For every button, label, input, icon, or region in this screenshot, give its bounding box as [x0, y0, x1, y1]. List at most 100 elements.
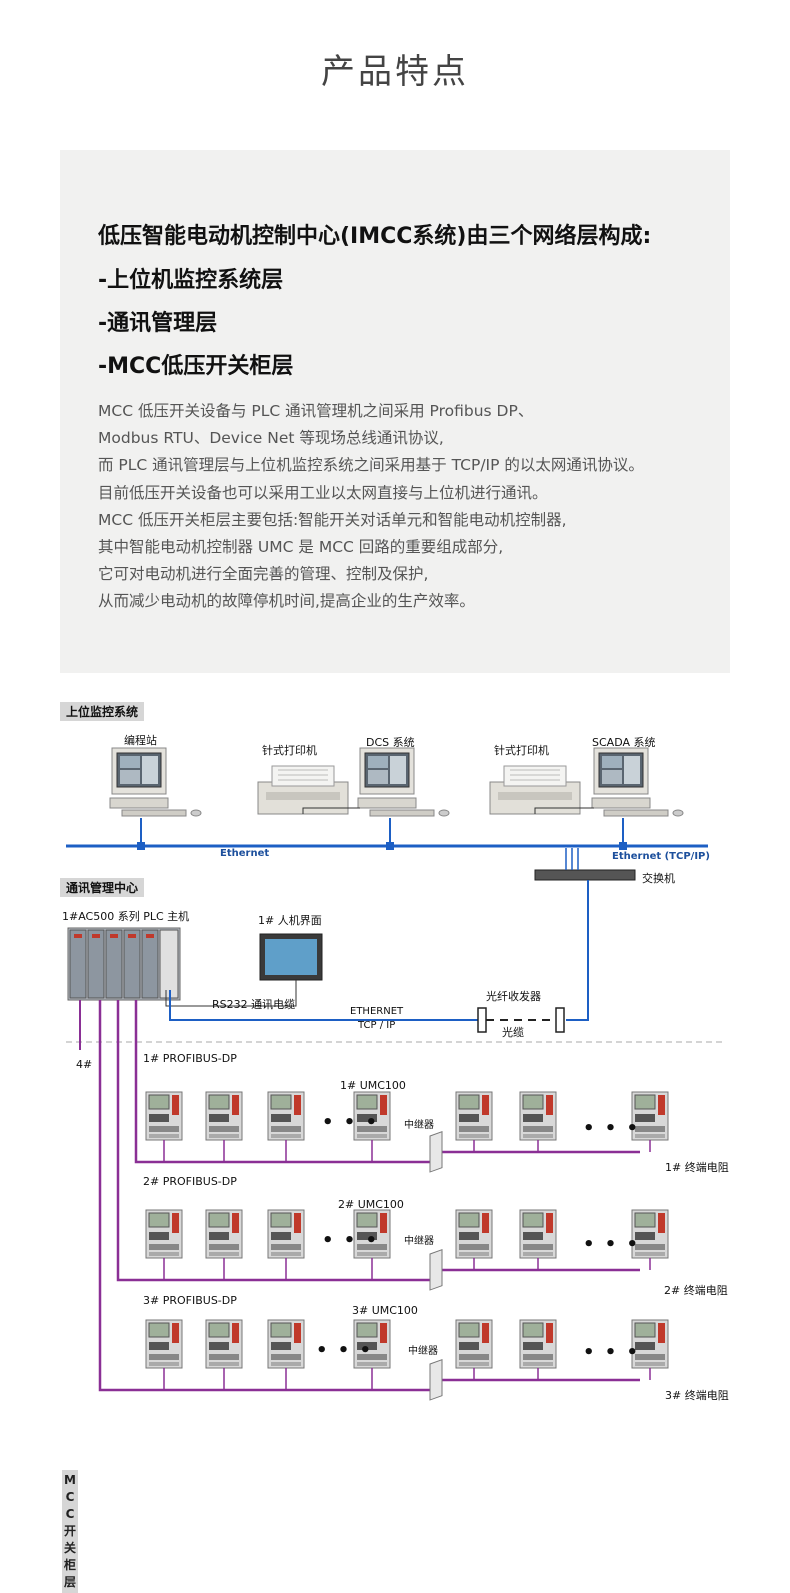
- network-diagram: 上位监控系统 编程站 针式打印机 DCS 系统 针式打印机 SCADA 系统 E…: [0, 690, 790, 1593]
- plc-ethernet-line: [169, 990, 478, 1021]
- umc100-device: [519, 1209, 557, 1259]
- section-comm-center: 通讯管理中心: [60, 878, 145, 897]
- profibus-bus-2-segment-a: [116, 1000, 430, 1282]
- plc-module: [69, 929, 87, 999]
- label-ethernet: Ethernet: [220, 848, 270, 859]
- paragraph-line: 而 PLC 通讯管理层与上位机监控系统之间采用基于 TCP/IP 的以太网通讯协…: [98, 456, 644, 475]
- umc100-device: [145, 1209, 183, 1259]
- label-plc-host: 1#AC500 系列 PLC 主机: [62, 910, 190, 923]
- umc100-device: [519, 1091, 557, 1141]
- label-repeater-1: 中继器: [404, 1120, 434, 1131]
- label-rs232: RS232 通讯电缆: [212, 998, 296, 1011]
- mcc-char: 柜: [63, 1558, 76, 1572]
- paragraph-line: MCC 低压开关设备与 PLC 通讯管理机之间采用 Profibus DP、: [98, 402, 534, 420]
- repeater-device: [429, 1249, 443, 1291]
- section-host-monitoring: 上位监控系统: [60, 702, 145, 721]
- plc-module-led: [74, 934, 82, 938]
- paragraph-line: Modbus RTU、Device Net 等现场总线通讯协议,: [98, 429, 444, 448]
- label-switch: 交换机: [642, 872, 675, 885]
- repeater-device: [429, 1359, 443, 1401]
- label-umc100-1: 1# UMC100: [340, 1079, 406, 1092]
- label-profibus-3: 3# PROFIBUS-DP: [143, 1294, 237, 1307]
- label-plc-port-4: 4#: [76, 1058, 93, 1071]
- label-terminator-2: 2# 终端电阻: [664, 1284, 728, 1297]
- scada-computer: [591, 747, 684, 817]
- label-fiber-cable: 光缆: [502, 1026, 524, 1039]
- paragraph-line: 其中智能电动机控制器 UMC 是 MCC 回路的重要组成部分,: [98, 538, 504, 557]
- plc-module-led: [92, 934, 100, 938]
- rs232-cable: [165, 980, 297, 1007]
- umc100-device: [267, 1209, 305, 1259]
- paragraph-line: 从而减少电动机的故障停机时间,提高企业的生产效率。: [98, 592, 475, 611]
- plc-module-led: [128, 934, 136, 938]
- fiber-transceiver-left: [477, 1007, 487, 1033]
- intro-panel: 低压智能电动机控制中心(IMCC系统)由三个网络层构成: -上位机监控系统层 -…: [60, 150, 730, 673]
- umc100-device: [455, 1209, 493, 1259]
- label-fiber-transceiver: 光纤收发器: [486, 990, 541, 1003]
- plc-module-led: [146, 934, 154, 938]
- umc100-device: [205, 1209, 243, 1259]
- diagram-graphics: [66, 747, 726, 1401]
- label-repeater-2: 中继器: [404, 1236, 434, 1247]
- dot-matrix-printer-2: [489, 765, 581, 815]
- ethernet-node-3: [619, 842, 627, 850]
- heading-layer-host: -上位机监控系统层: [98, 268, 284, 293]
- profibus-bus-1-segment-a: [134, 1000, 430, 1164]
- profibus-bus-3-segment-a: [98, 1000, 430, 1392]
- label-ethernet-tcpip: Ethernet (TCP/IP): [612, 851, 710, 862]
- paragraph-line: 它可对电动机进行全面完善的管理、控制及保护,: [98, 565, 429, 584]
- printer-2-cable: [534, 807, 594, 814]
- mcc-char: C: [65, 1507, 75, 1521]
- umc100-device: [455, 1319, 493, 1369]
- ellipsis-bus3-b: • • •: [583, 1342, 641, 1363]
- paragraph-line: MCC 低压开关柜层主要包括:智能开关对话单元和智能电动机控制器,: [98, 510, 567, 529]
- mcc-char: 关: [63, 1541, 76, 1555]
- ellipsis-bus2-a: • • •: [322, 1230, 380, 1251]
- mcc-char: 层: [63, 1575, 76, 1589]
- printer-1-cable: [302, 807, 360, 814]
- label-ethernet-link: ETHERNET: [350, 1006, 404, 1017]
- umc100-device: [267, 1091, 305, 1141]
- mcc-char: 开: [63, 1524, 76, 1538]
- umc100-device: [267, 1319, 305, 1369]
- label-printer-2: 针式打印机: [494, 744, 549, 757]
- label-tcpip: TCP / IP: [358, 1020, 396, 1031]
- plc-module: [87, 929, 105, 999]
- label-profibus-1: 1# PROFIBUS-DP: [143, 1052, 237, 1065]
- label-repeater-3: 中继器: [408, 1346, 438, 1357]
- dot-matrix-printer-1: [257, 765, 349, 815]
- plc-module: [141, 929, 159, 999]
- repeater-device: [429, 1131, 443, 1173]
- ellipsis-bus1-b: • • •: [583, 1118, 641, 1139]
- label-scada-system: SCADA 系统: [592, 736, 656, 749]
- umc100-device: [455, 1091, 493, 1141]
- ethernet-node-2: [386, 842, 394, 850]
- label-dcs-system: DCS 系统: [366, 736, 415, 749]
- network-switch: [534, 869, 636, 881]
- paragraph-line: 目前低压开关设备也可以采用工业以太网直接与上位机进行通讯。: [98, 483, 548, 502]
- heading-layer-comm: -通讯管理层: [98, 311, 218, 336]
- heading-imcc: 低压智能电动机控制中心(IMCC系统)由三个网络层构成:: [98, 224, 652, 249]
- switch-to-fiber-line: [566, 880, 589, 1021]
- ellipsis-bus2-b: • • •: [583, 1234, 641, 1255]
- programming-station-computer: [109, 747, 202, 817]
- page-title: 产品特点: [321, 52, 469, 92]
- label-hmi: 1# 人机界面: [258, 914, 322, 927]
- mcc-char: M: [64, 1473, 76, 1487]
- label-terminator-1: 1# 终端电阻: [665, 1161, 729, 1174]
- plc-module-led: [110, 934, 118, 938]
- label-programming-station: 编程站: [124, 734, 157, 747]
- ellipsis-bus3-a: • • •: [316, 1340, 374, 1361]
- ellipsis-bus1-a: • • •: [322, 1112, 380, 1133]
- umc100-device: [145, 1091, 183, 1141]
- label-printer-1: 针式打印机: [262, 744, 317, 757]
- section-mcc-cabinet-layer: M C C 开 关 柜 层: [62, 1470, 78, 1593]
- umc100-device: [145, 1319, 183, 1369]
- heading-layer-mcc: -MCC低压开关柜层: [98, 354, 294, 379]
- plc-module: [105, 929, 123, 999]
- hmi-screen: [265, 939, 317, 975]
- ethernet-node-1: [137, 842, 145, 850]
- label-terminator-3: 3# 终端电阻: [665, 1389, 729, 1402]
- plc-module: [123, 929, 141, 999]
- intro-paragraph: MCC 低压开关设备与 PLC 通讯管理机之间采用 Profibus DP、 M…: [98, 398, 723, 616]
